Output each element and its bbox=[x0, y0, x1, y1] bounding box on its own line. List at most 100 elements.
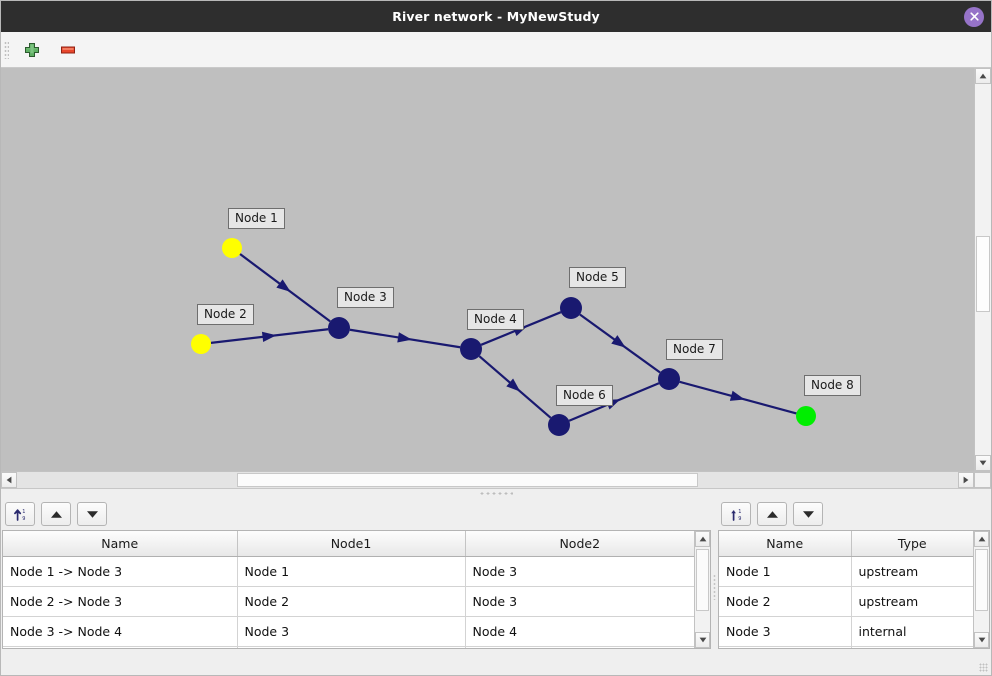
reaches-vscroll-thumb[interactable] bbox=[696, 549, 709, 611]
graph-node-label[interactable]: Node 2 bbox=[197, 304, 254, 325]
graph-node-label[interactable]: Node 7 bbox=[666, 339, 723, 360]
graph-node[interactable] bbox=[460, 338, 482, 360]
add-node-button[interactable] bbox=[21, 39, 43, 61]
graph-node-label[interactable]: Node 3 bbox=[337, 287, 394, 308]
reaches-scroll-down-button[interactable] bbox=[695, 632, 710, 648]
table-cell[interactable]: internal bbox=[851, 616, 973, 647]
caret-right-icon bbox=[963, 476, 969, 484]
graph-node[interactable] bbox=[548, 414, 570, 436]
nodes-vertical-scrollbar[interactable] bbox=[973, 531, 989, 648]
caret-down-icon bbox=[979, 460, 987, 466]
caret-down-icon bbox=[699, 637, 706, 643]
column-header[interactable]: Name bbox=[3, 531, 238, 557]
column-header[interactable]: Name bbox=[719, 531, 852, 557]
reaches-panel: 1 9 bbox=[1, 498, 712, 675]
nodes-move-up-button[interactable] bbox=[757, 502, 787, 526]
table-cell[interactable]: Node 1 -> Node 3 bbox=[3, 556, 238, 587]
graph-node[interactable] bbox=[222, 238, 242, 258]
triangle-up-icon bbox=[50, 510, 62, 518]
graph-node-label[interactable]: Node 1 bbox=[228, 208, 285, 229]
table-cell[interactable]: Node 3 bbox=[465, 556, 694, 587]
close-button[interactable] bbox=[964, 6, 984, 27]
table-cell[interactable]: Node 4 bbox=[237, 646, 466, 648]
table-cell[interactable]: Node 1 bbox=[719, 556, 852, 587]
table-cell[interactable]: Node 3 -> Node 4 bbox=[3, 616, 238, 647]
canvas-vertical-scrollbar[interactable] bbox=[974, 68, 991, 471]
table-cell[interactable]: Node 1 bbox=[237, 556, 466, 587]
column-header[interactable]: Node2 bbox=[465, 531, 694, 557]
graph-node[interactable] bbox=[328, 317, 350, 339]
reaches-vscroll-track[interactable] bbox=[695, 547, 710, 632]
tables-splitter[interactable] bbox=[712, 498, 717, 675]
table-cell[interactable]: Node 5 bbox=[465, 646, 694, 648]
table-cell[interactable]: internal bbox=[851, 646, 973, 648]
nodes-scroll-up-button[interactable] bbox=[974, 531, 989, 547]
graph-node[interactable] bbox=[191, 334, 211, 354]
graph-node-label[interactable]: Node 4 bbox=[467, 309, 524, 330]
table-cell[interactable]: upstream bbox=[851, 556, 973, 587]
svg-text:1: 1 bbox=[22, 509, 25, 515]
scroll-down-button[interactable] bbox=[975, 455, 991, 471]
svg-text:9: 9 bbox=[22, 516, 25, 522]
canvas-vscroll-thumb[interactable] bbox=[976, 236, 990, 312]
reaches-move-up-button[interactable] bbox=[41, 502, 71, 526]
table-cell[interactable]: Node 3 bbox=[237, 616, 466, 647]
graph-node[interactable] bbox=[658, 368, 680, 390]
scroll-left-button[interactable] bbox=[1, 472, 17, 488]
column-header[interactable]: Node1 bbox=[237, 531, 466, 557]
network-canvas[interactable]: Node 1 Node 2 Node 3 Node 4 Node 5 Node 6 Node… bbox=[1, 68, 974, 471]
canvas-horizontal-scrollbar[interactable] bbox=[1, 471, 991, 488]
nodes-scroll-down-button[interactable] bbox=[974, 632, 989, 648]
main-toolbar bbox=[1, 32, 991, 68]
table-cell[interactable]: upstream bbox=[851, 586, 973, 617]
graph-edge-arrow bbox=[506, 378, 521, 392]
table-cell[interactable]: Node 3 bbox=[719, 616, 852, 647]
graph-node-label[interactable]: Node 6 bbox=[556, 385, 613, 406]
canvas-hscroll-thumb[interactable] bbox=[237, 473, 698, 487]
remove-node-button[interactable] bbox=[57, 39, 79, 61]
table-cell[interactable]: Node 2 bbox=[719, 586, 852, 617]
scroll-right-button[interactable] bbox=[958, 472, 974, 488]
table-cell[interactable]: Node 4 -> Node 5 bbox=[3, 646, 238, 648]
network-graph bbox=[191, 238, 816, 436]
table-cell[interactable]: Node 4 bbox=[465, 616, 694, 647]
svg-text:9: 9 bbox=[738, 516, 741, 522]
pane-splitter[interactable] bbox=[1, 488, 991, 498]
reaches-move-down-button[interactable] bbox=[77, 502, 107, 526]
nodes-panel: 1 9 bbox=[717, 498, 991, 675]
close-icon bbox=[969, 12, 979, 21]
reaches-vertical-scrollbar[interactable] bbox=[694, 531, 710, 648]
nodes-move-down-button[interactable] bbox=[793, 502, 823, 526]
canvas-hscroll-track[interactable] bbox=[17, 472, 958, 488]
table-cell[interactable]: Node 2 -> Node 3 bbox=[3, 586, 238, 617]
nodes-sort-button[interactable]: 1 9 bbox=[721, 502, 751, 526]
reaches-sort-button[interactable]: 1 9 bbox=[5, 502, 35, 526]
nodes-vscroll-thumb[interactable] bbox=[975, 549, 988, 611]
table-cell[interactable]: Node 3 bbox=[465, 586, 694, 617]
nodes-vscroll-track[interactable] bbox=[974, 547, 989, 632]
toolbar-grip[interactable] bbox=[4, 40, 9, 59]
scroll-up-button[interactable] bbox=[975, 68, 991, 84]
table-row[interactable]: Node 4internal bbox=[719, 646, 973, 648]
graph-node-label[interactable]: Node 8 bbox=[804, 375, 861, 396]
table-cell[interactable]: Node 4 bbox=[719, 646, 852, 648]
graph-node[interactable] bbox=[796, 406, 816, 426]
table-cell[interactable]: Node 2 bbox=[237, 586, 466, 617]
canvas-vscroll-track[interactable] bbox=[975, 84, 991, 455]
graph-node-label[interactable]: Node 5 bbox=[569, 267, 626, 288]
column-header[interactable]: Type bbox=[851, 531, 973, 557]
reaches-scroll-up-button[interactable] bbox=[695, 531, 710, 547]
minus-icon bbox=[61, 46, 75, 53]
window-title: River network - MyNewStudy bbox=[392, 9, 600, 24]
graph-node[interactable] bbox=[560, 297, 582, 319]
